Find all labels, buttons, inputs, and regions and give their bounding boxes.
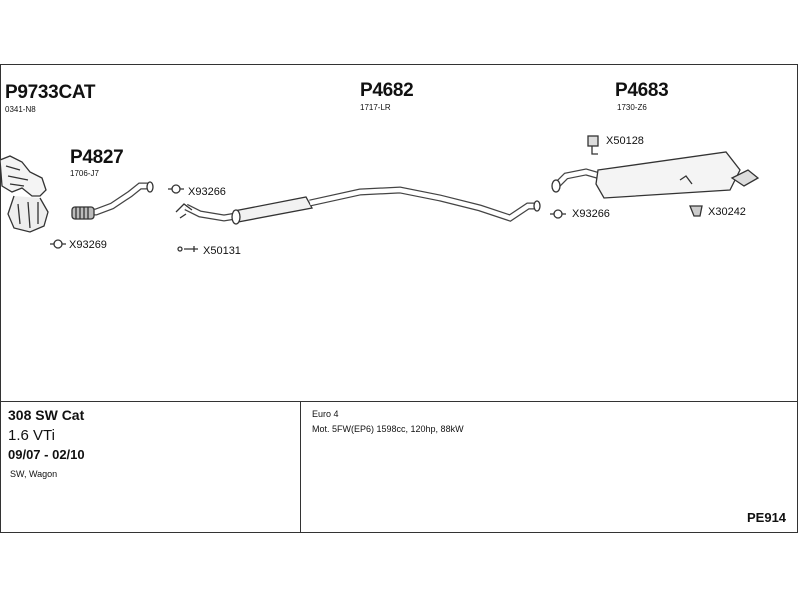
part-number-p4683: P4683 <box>615 80 669 101</box>
component-label-x93269: X93269 <box>69 239 107 251</box>
part-number-p4682: P4682 <box>360 80 414 101</box>
mount-x30242-icon <box>689 205 703 217</box>
exhaust-diagram <box>0 135 760 252</box>
divider-vertical <box>300 401 301 532</box>
component-label-x93266-rear: X93266 <box>572 208 610 220</box>
front-pipe-drawing <box>71 181 154 220</box>
vehicle-body-type: SW, Wagon <box>10 469 58 479</box>
part-code-p4827: 1706-J7 <box>70 169 99 178</box>
part-code-p4682: 1717-LR <box>360 103 391 112</box>
divider-horizontal <box>0 401 798 402</box>
component-label-x50128: X50128 <box>606 135 644 147</box>
part-code-p4683: 1730-Z6 <box>617 103 647 112</box>
emission-standard: Euro 4 <box>312 409 339 419</box>
vehicle-model: 308 SW Cat <box>8 407 85 423</box>
catalyst-manifold-drawing <box>0 155 49 233</box>
part-number-p4827: P4827 <box>70 147 124 168</box>
vehicle-engine: 1.6 VTi <box>8 427 55 444</box>
clamp-x93266-rear-icon <box>550 209 566 219</box>
part-number-p9733cat: P9733CAT <box>5 82 96 103</box>
part-code-p9733cat: 0341-N8 <box>5 105 36 114</box>
center-pipe-drawing <box>175 186 541 225</box>
bolt-x50131-icon <box>177 246 198 252</box>
motor-spec: Mot. 5FW(EP6) 1598cc, 120hp, 88kW <box>312 424 464 434</box>
component-label-x30242: X30242 <box>708 206 746 218</box>
vehicle-dates: 09/07 - 02/10 <box>8 447 85 462</box>
component-label-x50131: X50131 <box>203 245 241 257</box>
clamp-x93266-front-icon <box>168 184 184 194</box>
mount-x50128-icon <box>587 135 599 155</box>
component-label-x93266-front: X93266 <box>188 186 226 198</box>
clamp-x93269-icon <box>50 239 66 249</box>
diagram-frame <box>0 64 798 533</box>
rear-silencer-drawing <box>551 151 760 199</box>
reference-code: PE914 <box>747 510 787 525</box>
